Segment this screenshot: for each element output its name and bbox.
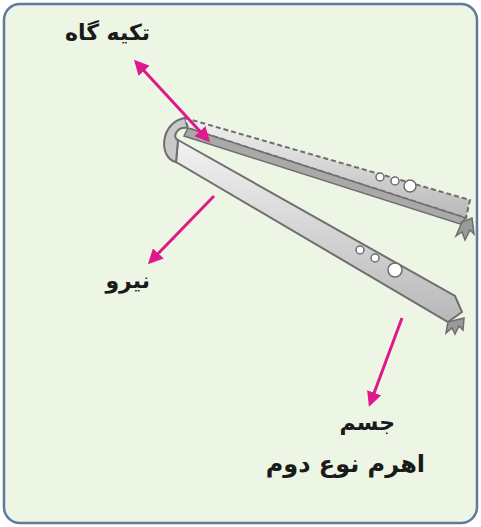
caption: اهرم نوع دوم [266,450,425,479]
tong-upper-arm [185,118,470,218]
force-arrow [150,196,214,262]
panel-border [4,4,477,523]
tong-hinge [164,118,188,162]
force-label: نیرو [105,268,150,294]
fulcrum-arrow [136,62,208,140]
load-arrow [370,318,402,404]
load-label: جسم [340,410,396,436]
fulcrum-label: تکیه گاه [65,20,150,46]
